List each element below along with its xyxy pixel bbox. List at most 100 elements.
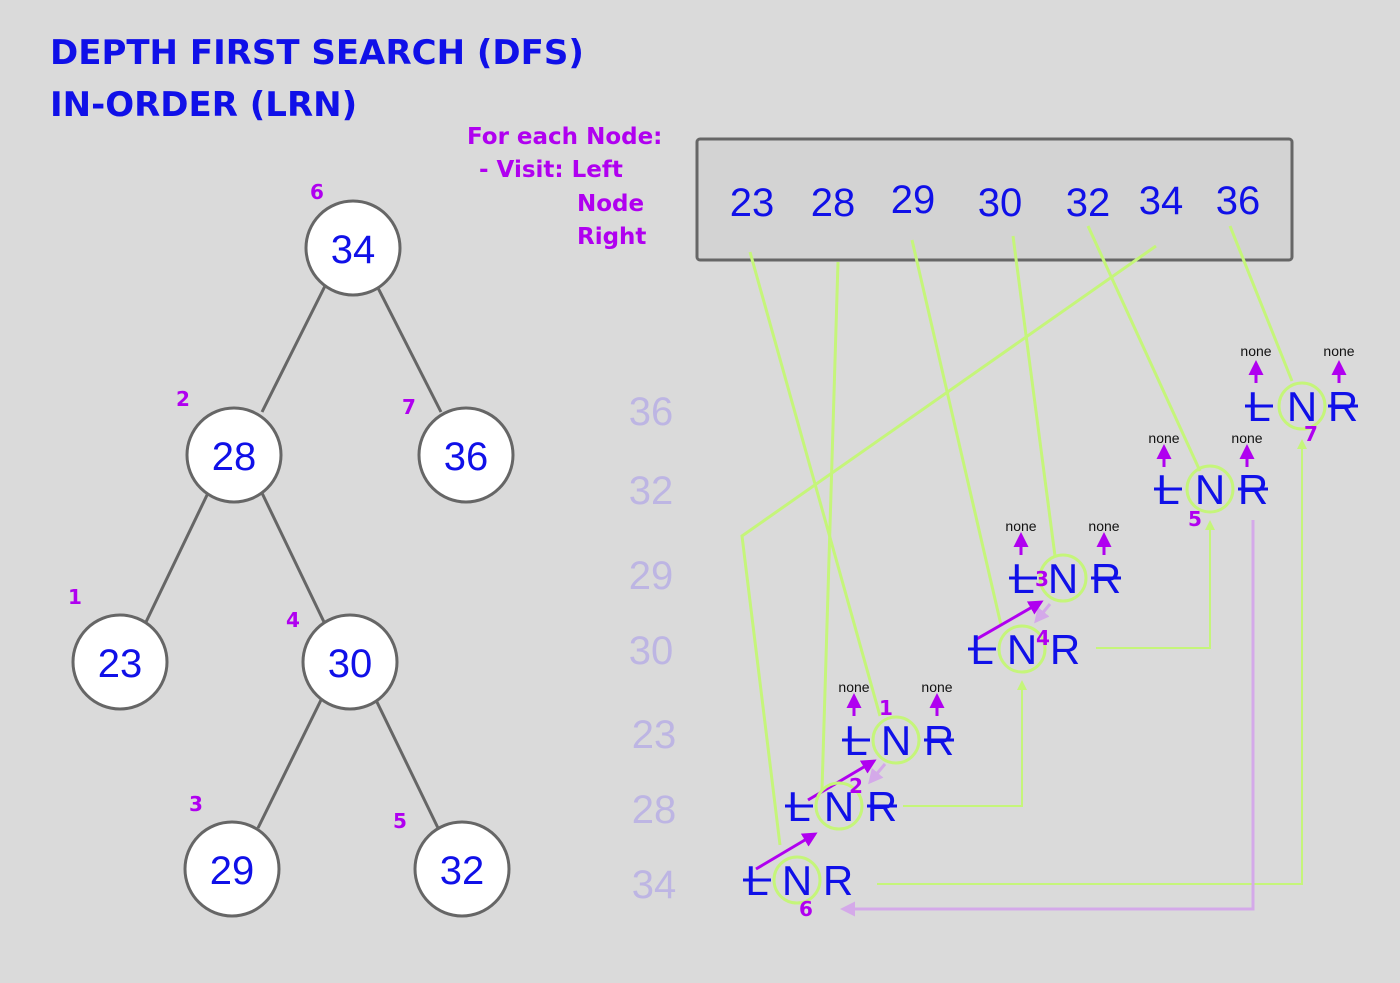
result-value: 28 — [811, 181, 856, 225]
stack-label: 30 — [629, 629, 674, 673]
title-line-2: IN-ORDER (LRN) — [50, 85, 357, 125]
stack-label: 36 — [629, 390, 674, 434]
result-values: 23 28 29 30 32 34 36 — [730, 178, 1261, 225]
result-value: 30 — [978, 181, 1023, 225]
result-connectors — [740, 225, 1294, 846]
node-order: 1 — [68, 585, 82, 609]
none-right: none — [1231, 430, 1262, 446]
tree-node-28: 28 2 — [176, 387, 283, 504]
tree-edge — [256, 699, 323, 829]
node-circle — [185, 406, 283, 504]
connector-line — [820, 261, 840, 791]
none-left: none — [838, 679, 869, 695]
instruction-line-1: For each Node: — [467, 124, 662, 150]
right-path — [1096, 520, 1215, 649]
node-order: 2 — [176, 387, 190, 411]
frame-n: N — [1287, 383, 1317, 430]
frame-r: R — [1050, 626, 1080, 673]
node-value: 23 — [98, 642, 143, 686]
frame-n: N — [1195, 466, 1225, 513]
tree-edge — [144, 492, 210, 623]
tree-edges — [144, 283, 443, 829]
node-value: 32 — [440, 849, 485, 893]
connector-line — [1011, 235, 1057, 557]
call-stack-labels: 36 32 29 30 23 28 34 — [629, 390, 677, 907]
right-path — [903, 680, 1027, 807]
tree-node-32: 32 5 — [393, 809, 511, 918]
lnr-frame-36: L N R none none 7 — [1240, 343, 1358, 446]
right-path — [877, 439, 1307, 885]
stack-label: 28 — [632, 788, 677, 832]
lnr-frame-32: L N R none none 5 — [1148, 430, 1268, 531]
frame-step: 6 — [799, 897, 813, 921]
frame-n-circle — [814, 781, 864, 831]
none-right: none — [1088, 518, 1119, 534]
frame-n-circle — [772, 855, 822, 905]
connector-line — [740, 244, 1157, 846]
return-arrow — [868, 763, 887, 785]
descent-arrow — [755, 832, 818, 871]
node-circle — [413, 820, 511, 918]
none-left: none — [1005, 518, 1036, 534]
frame-n-circle — [871, 715, 921, 765]
frame-n: N — [1007, 626, 1037, 673]
tree-edge — [260, 492, 326, 623]
none-right: none — [1323, 343, 1354, 359]
connector-line — [1228, 225, 1294, 382]
tree-node-23: 23 1 — [68, 585, 169, 711]
right-branch-paths — [877, 439, 1307, 885]
frame-step: 5 — [1188, 507, 1202, 531]
tree-node-34: 34 6 — [304, 180, 402, 297]
node-order: 5 — [393, 809, 407, 833]
connector-line — [1086, 225, 1202, 472]
tree-edge — [374, 699, 440, 829]
tree-edge — [374, 283, 443, 413]
instruction-line-4: Right — [577, 224, 646, 250]
stack-label: 29 — [629, 554, 674, 598]
node-value: 34 — [331, 228, 376, 272]
return-line — [840, 520, 1255, 917]
frame-n-circle — [997, 624, 1047, 674]
node-circle — [183, 820, 281, 918]
tree-edge — [260, 283, 328, 413]
tree-node-30: 30 4 — [286, 608, 399, 711]
frame-n: N — [1048, 555, 1078, 602]
tree-node-36: 36 7 — [402, 395, 515, 504]
title-line-1: DEPTH FIRST SEARCH (DFS) — [50, 33, 584, 73]
node-circle — [71, 613, 169, 711]
node-circle — [301, 613, 399, 711]
result-box — [695, 137, 1294, 262]
lnr-frame-30: L N R 4 — [968, 624, 1080, 674]
node-value: 30 — [328, 642, 373, 686]
node-circle — [417, 406, 515, 504]
node-order: 4 — [286, 608, 300, 632]
descent-arrow — [974, 600, 1044, 642]
connector-line — [910, 239, 1003, 626]
frame-step: 3 — [1035, 567, 1049, 591]
frame-r: R — [823, 857, 853, 904]
lnr-frame-29: L N R none none 3 — [1005, 518, 1121, 603]
frame-n: N — [782, 857, 812, 904]
none-left: none — [1240, 343, 1271, 359]
result-value: 36 — [1216, 179, 1261, 223]
node-value: 36 — [444, 435, 489, 479]
frame-step: 7 — [1304, 422, 1318, 446]
instruction-line-2: - Visit: Left — [479, 157, 623, 183]
stack-label: 32 — [629, 469, 674, 513]
node-order: 3 — [189, 792, 203, 816]
result-value: 32 — [1066, 181, 1111, 225]
frame-n-circle — [1277, 381, 1327, 431]
node-value: 29 — [210, 849, 255, 893]
frame-n-circle — [1038, 553, 1088, 603]
return-arrow — [1034, 603, 1052, 624]
result-value: 23 — [730, 181, 775, 225]
instruction-line-3: Node — [577, 191, 644, 217]
frame-n: N — [881, 717, 911, 764]
frame-step: 4 — [1036, 626, 1050, 650]
frame-n: N — [824, 783, 854, 830]
frame-n-circle — [1185, 464, 1235, 514]
lnr-frame-34: L N R 6 — [743, 855, 853, 921]
result-value: 34 — [1139, 179, 1184, 223]
tree-node-29: 29 3 — [183, 792, 281, 918]
